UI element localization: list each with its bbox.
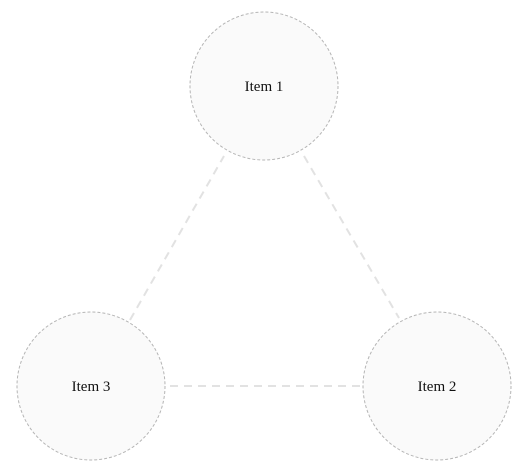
node-item-1: Item 1 xyxy=(189,11,339,161)
node-item-2: Item 2 xyxy=(362,311,512,461)
node-item-2-label: Item 2 xyxy=(418,379,457,395)
node-item-2-circle xyxy=(362,311,512,461)
node-item-1-circle xyxy=(189,11,339,161)
node-item-3-label: Item 3 xyxy=(72,379,111,395)
node-item-3: Item 3 xyxy=(16,311,166,461)
connector-item3-item1 xyxy=(129,155,225,321)
node-item-1-label: Item 1 xyxy=(245,79,284,95)
connector-item1-item2 xyxy=(303,155,400,319)
node-item-3-circle xyxy=(16,311,166,461)
